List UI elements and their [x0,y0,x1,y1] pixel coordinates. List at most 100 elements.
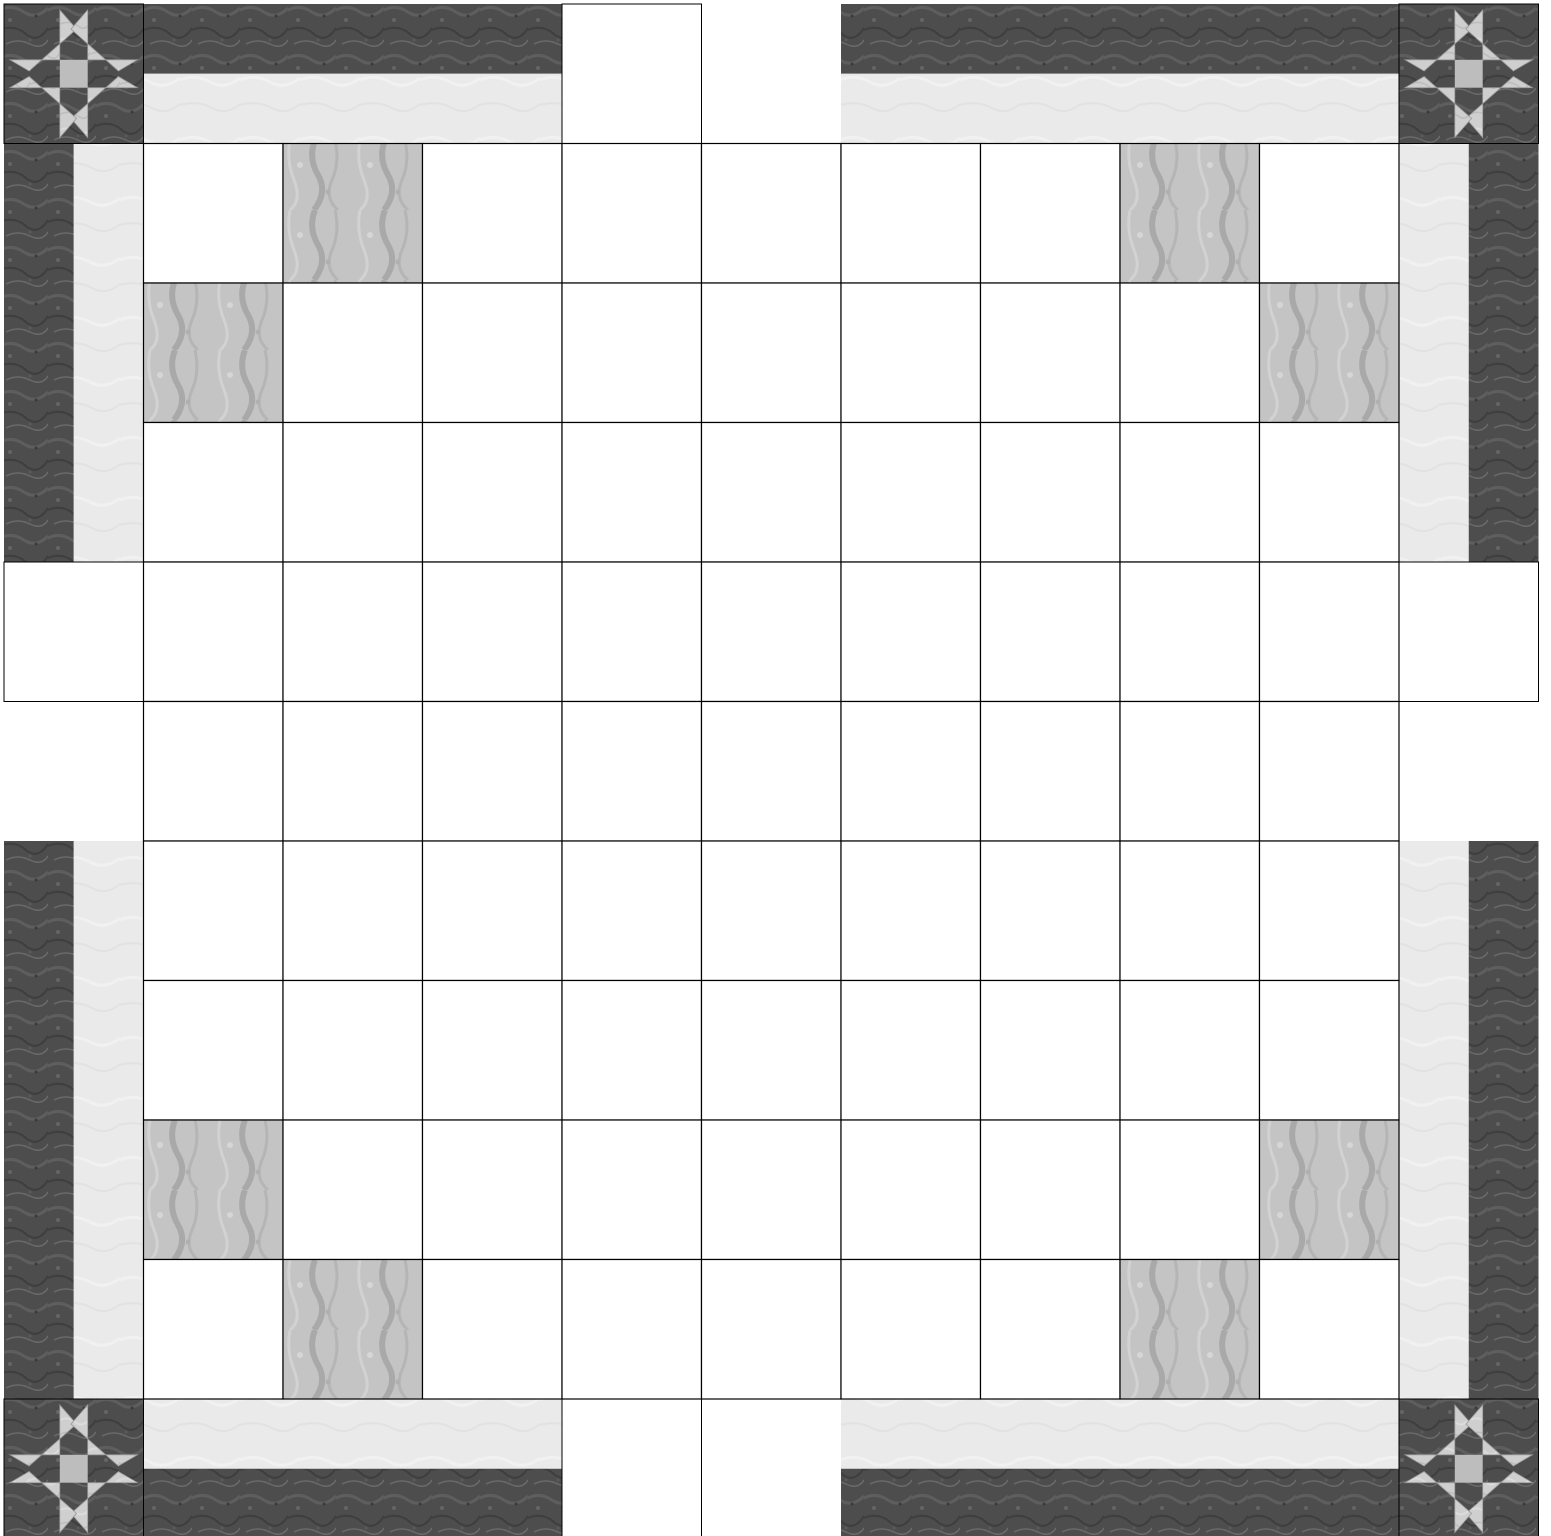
grid-cell [981,562,1121,702]
grid-cell [841,144,981,284]
grid-cell [283,981,423,1121]
accent-cell [1120,1260,1260,1400]
grid-cell [562,702,702,842]
grid-cell [702,562,842,702]
grid-cell [562,144,702,284]
grid-cell [841,702,981,842]
grid-cell [702,981,842,1121]
grid-cell [981,1260,1121,1400]
grid-cell [841,562,981,702]
star-top-right-center [1455,60,1483,88]
grid-cell [981,144,1121,284]
grid-cell [841,981,981,1121]
grid-cell [283,1120,423,1260]
grid-cell [1260,702,1400,842]
accent-cell [1120,144,1260,284]
grid-cell [702,702,842,842]
grid-cell [144,423,284,563]
accent-cell [144,1120,284,1260]
border-dark-top-1 [841,4,1399,74]
grid-cell [1120,981,1260,1121]
border-light-bottom-1 [841,1399,1399,1469]
grid-cell [562,981,702,1121]
grid-cell [144,981,284,1121]
border-light-left-1 [74,841,144,1399]
grid-cell [144,562,284,702]
grid-cell [423,1260,563,1400]
grid-cell [562,562,702,702]
accent-cell [283,144,423,284]
grid-cell [283,841,423,981]
grid-cell [423,841,563,981]
border-light-right-1 [1399,841,1469,1399]
grid-cell [702,423,842,563]
grid-cell [283,562,423,702]
grid-cell [702,1120,842,1260]
grid-cell [981,423,1121,563]
grid-cell [981,841,1121,981]
star-bottom-left-center [60,1455,88,1483]
grid-cell [981,1120,1121,1260]
border-light-top-1 [841,74,1399,144]
grid-cell [1120,1120,1260,1260]
grid-cell [144,1260,284,1400]
border-dark-bottom-1 [841,1469,1399,1536]
grid-cell [144,702,284,842]
grid-cell [1260,144,1400,284]
plain-right [1399,562,1539,702]
accent-cell [1260,283,1400,423]
plain-left [4,562,144,702]
grid-cell [1260,423,1400,563]
grid-cell [423,1120,563,1260]
grid-cell [423,562,563,702]
grid-cell [144,841,284,981]
grid-cell [283,283,423,423]
grid-cell [283,423,423,563]
grid-cell [562,841,702,981]
accent-cell [144,283,284,423]
border-dark-right-1 [1469,841,1539,1399]
border-light-bottom-0 [144,1399,563,1469]
grid-cell [981,981,1121,1121]
grid-cell [423,702,563,842]
plain-bottom [562,1399,702,1536]
grid-cell [702,841,842,981]
grid-cell [702,1260,842,1400]
border-dark-bottom-0 [144,1469,563,1536]
grid-cell [562,1120,702,1260]
accent-cell [1260,1120,1400,1260]
star-bottom-right-center [1455,1455,1483,1483]
grid-cell [283,702,423,842]
accent-cell [283,1260,423,1400]
grid-cell [1120,702,1260,842]
grid-cell [841,1260,981,1400]
border-light-top-0 [144,74,563,144]
grid-cell [981,702,1121,842]
grid-cell [423,144,563,284]
grid-cell [841,423,981,563]
grid-cell [841,841,981,981]
grid-cell [702,283,842,423]
grid-cell [423,423,563,563]
plain-top [562,4,702,144]
grid-cell [841,1120,981,1260]
grid-cell [1120,841,1260,981]
grid-cell [562,423,702,563]
grid-cell [144,144,284,284]
grid-cell [1260,981,1400,1121]
grid-cell [562,283,702,423]
grid-cell [1120,562,1260,702]
grid-cell [841,283,981,423]
grid-cell [1260,1260,1400,1400]
grid-cell [1260,841,1400,981]
grid-cell [423,981,563,1121]
border-dark-top-0 [144,4,563,74]
grid-cell [981,283,1121,423]
grid-cell [702,144,842,284]
grid-cell [1120,423,1260,563]
grid-cell [1260,562,1400,702]
grid-cell [562,1260,702,1400]
grid-cell [1120,283,1260,423]
star-top-left-center [60,60,88,88]
